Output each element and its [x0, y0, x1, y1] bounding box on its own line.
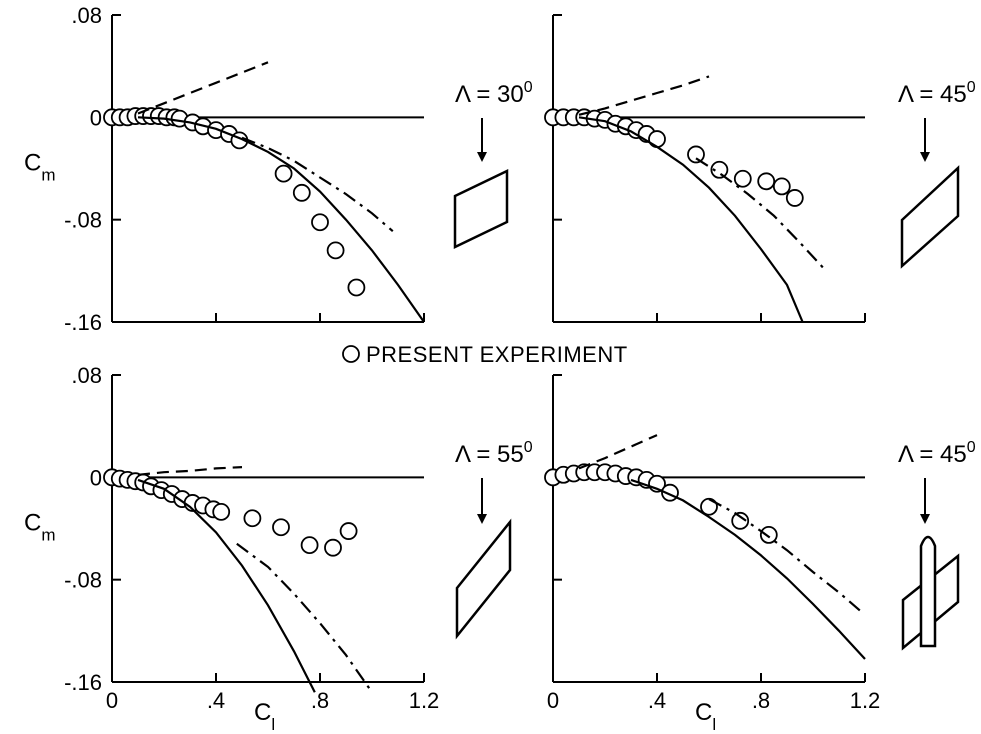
data-point: [687, 145, 705, 164]
series-line-dashdot: [236, 542, 373, 693]
wing-planform-icon: [900, 165, 960, 269]
data-point: [772, 177, 791, 196]
y-tick-label: .08: [71, 3, 102, 28]
data-point: [212, 502, 231, 521]
y-tick-label: -.16: [64, 310, 102, 335]
legend: PRESENT EXPERIMENT: [342, 342, 628, 367]
y-tick-label: -.08: [64, 568, 102, 593]
data-point: [324, 538, 342, 557]
series-line-solid: [137, 116, 425, 323]
data-point: [785, 189, 804, 207]
x-tick-label: 1.2: [409, 688, 440, 713]
series-line-dashdot: [241, 136, 394, 233]
data-point: [339, 522, 358, 540]
x-tick-label: 1.2: [850, 688, 881, 713]
chart-panel-top-left: .08 0 -.08 -.16 Cm Λ = 300: [24, 3, 533, 335]
data-point: [347, 278, 366, 297]
x-tick-label: .4: [648, 688, 666, 713]
data-point: [757, 172, 776, 191]
x-tick-label: .8: [752, 688, 770, 713]
y-tick-label: 0: [90, 465, 102, 490]
pointer-arrowhead: [477, 514, 487, 524]
y-tick-label: -.16: [64, 670, 102, 695]
pointer-arrowhead: [920, 152, 930, 162]
sweep-angle-label: Λ = 450: [898, 439, 976, 468]
data-point: [733, 169, 752, 188]
pointer-arrowhead: [477, 152, 487, 162]
y-tick-label: 0: [90, 105, 102, 130]
x-tick-label: 0: [106, 688, 118, 713]
y-axis-title: Cm: [24, 150, 56, 185]
sweep-angle-label: Λ = 300: [455, 79, 533, 108]
data-point: [700, 497, 718, 516]
legend-symbol: [342, 345, 360, 363]
x-tick-label: .8: [311, 688, 329, 713]
series-line-solid: [578, 116, 804, 323]
series-line-dashdot: [708, 498, 861, 612]
sweep-angle-label: Λ = 550: [455, 439, 533, 468]
fuselage-icon: [919, 535, 937, 648]
series-line-dash: [578, 434, 658, 470]
y-axis-title: Cm: [24, 510, 56, 545]
wing-planform-icon: [453, 169, 509, 249]
series-line-dashdot: [695, 157, 827, 272]
y-tick-label: .08: [71, 363, 102, 388]
data-point: [710, 160, 729, 179]
x-tick-label: 0: [547, 688, 559, 713]
data-point: [274, 164, 293, 183]
legend-label: PRESENT EXPERIMENT: [366, 342, 628, 367]
x-axis-title: Cl: [254, 699, 275, 734]
data-point: [759, 525, 778, 544]
x-axis-title: Cl: [695, 699, 716, 734]
pointer-arrowhead: [920, 514, 930, 524]
data-point: [300, 536, 319, 555]
chart-panel-bottom-right: 0 .4 .8 1.2 Cl Λ = 450: [544, 374, 976, 734]
series-line-dash: [137, 61, 269, 115]
sweep-angle-label: Λ = 450: [898, 79, 976, 108]
data-point: [731, 511, 750, 530]
data-point: [311, 213, 329, 232]
x-tick-label: .4: [207, 688, 225, 713]
wing-planform-icon: [455, 518, 512, 640]
series-line-solid: [630, 478, 866, 660]
data-point: [292, 183, 311, 202]
data-point: [272, 518, 290, 537]
data-point: [326, 241, 345, 260]
series-line-solid: [137, 478, 316, 693]
chart-panel-top-right: Λ = 450: [544, 14, 976, 323]
series-line-dash: [578, 75, 710, 116]
series-line-dash: [137, 466, 243, 476]
data-point: [243, 509, 262, 528]
y-tick-label: -.08: [64, 208, 102, 233]
